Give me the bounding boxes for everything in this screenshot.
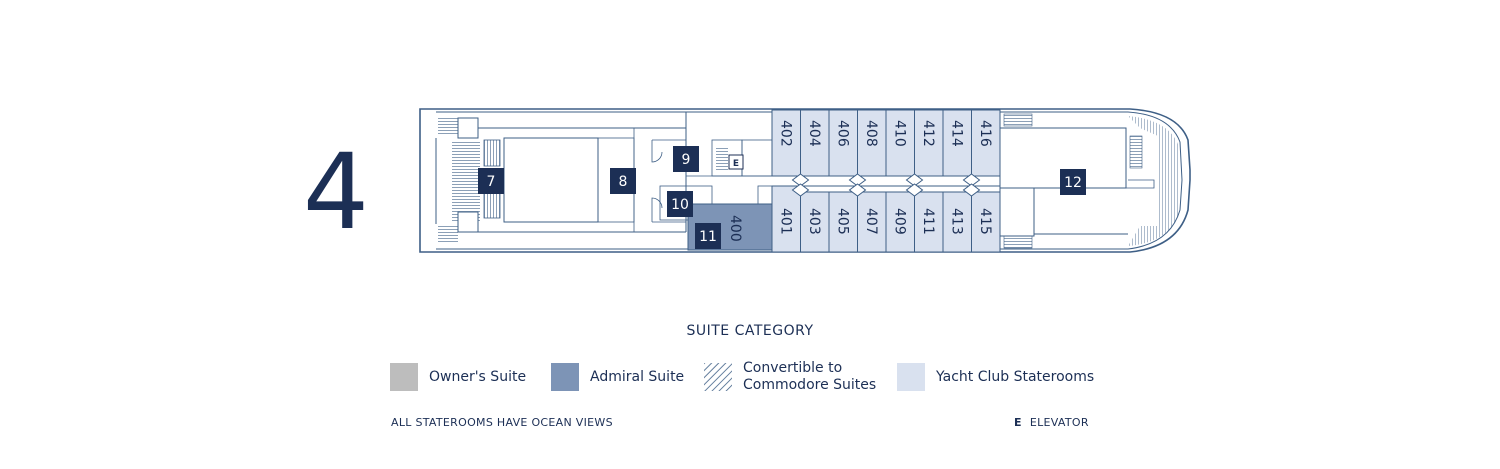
svg-text:7: 7 (487, 174, 496, 190)
stateroom-number: 401 (777, 208, 793, 235)
stateroom-407: 407 (857, 191, 887, 253)
stateroom-number: 403 (806, 208, 822, 235)
legend-title: SUITE CATEGORY (686, 323, 814, 339)
stateroom-413: 413 (942, 191, 972, 253)
stairs-aft-lower (483, 191, 501, 219)
stern-deck-bottom (438, 226, 458, 244)
venue-7: 7 (478, 168, 504, 194)
svg-text:11: 11 (699, 229, 717, 245)
stateroom-416: 416 (971, 109, 1001, 177)
elevator-mark: E (733, 159, 739, 169)
legend-label: Admiral Suite (590, 368, 685, 385)
stateroom-number: 412 (920, 120, 936, 147)
legend-label: Yacht Club Staterooms (936, 368, 1095, 385)
stateroom-number: 414 (948, 120, 964, 147)
owners-suite-swatch (390, 363, 418, 391)
staterooms-lower-group: 401 403 405 407 409 411 413 415 (771, 185, 1001, 253)
bow-deck-striping (1128, 116, 1180, 246)
deck-number: 4 (302, 131, 370, 253)
stateroom-402: 402 (771, 109, 801, 177)
legend-yacht-club: Yacht Club Staterooms (897, 362, 1094, 392)
legend-convertible: Convertible to Commodore Suites (704, 360, 876, 394)
venue-10: 10 (667, 191, 693, 217)
bow-stairs (1129, 135, 1143, 169)
stateroom-number: 413 (948, 208, 964, 235)
stateroom-number: 409 (891, 208, 907, 235)
stateroom-401: 401 (771, 185, 801, 253)
stateroom-411: 411 (914, 191, 944, 253)
stateroom-number: 404 (806, 120, 822, 147)
stateroom-number: 411 (920, 208, 936, 235)
stairs-aft-upper (483, 139, 501, 167)
elevator (728, 154, 744, 170)
stateroom-number: 415 (977, 208, 993, 235)
svg-text:8: 8 (619, 174, 628, 190)
legend-admiral-suite: Admiral Suite (551, 362, 684, 392)
stern-deck-mid (452, 140, 480, 222)
stateroom-409: 409 (885, 191, 915, 253)
balcony-marker-lower (905, 183, 924, 197)
venue-8: 8 (610, 168, 636, 194)
deck-plan: E 400 402 404 406 408 410 412 414 416 401 403 405… (419, 108, 1191, 253)
balcony-markers (791, 173, 981, 197)
admiral-suite-swatch (551, 363, 579, 391)
balcony-marker-lower (791, 183, 810, 197)
stateroom-406: 406 (828, 109, 858, 177)
venue-11: 11 (695, 223, 721, 249)
svg-text:9: 9 (682, 152, 691, 168)
bow-deck-top (1003, 113, 1033, 127)
stateroom-408: 408 (857, 109, 887, 177)
svg-text:10: 10 (671, 197, 689, 213)
stateroom-number: 407 (863, 208, 879, 235)
hatched-swatch (704, 363, 732, 391)
stateroom-number: 405 (834, 208, 850, 235)
suite-400-number: 400 (727, 215, 743, 242)
staterooms-upper-group: 402 404 406 408 410 412 414 416 (771, 109, 1001, 177)
aft-lounge-room (503, 137, 599, 223)
stateroom-403: 403 (800, 191, 830, 253)
stateroom-414: 414 (942, 109, 972, 177)
stateroom-number: 406 (834, 120, 850, 147)
ocean-views-note: ALL STATEROOMS HAVE OCEAN VIEWS (391, 416, 613, 429)
venue-9: 9 (673, 146, 699, 172)
stateroom-404: 404 (800, 109, 830, 177)
venue-12: 12 (1060, 169, 1086, 195)
stateroom-number: 402 (777, 120, 793, 147)
bow-deck-bottom (1003, 235, 1033, 249)
stateroom-number: 416 (977, 120, 993, 147)
stern-deck-top (438, 118, 458, 136)
elevator-stairs (716, 146, 728, 170)
stateroom-405: 405 (828, 191, 858, 253)
balcony-marker-lower (848, 183, 867, 197)
stateroom-number: 408 (863, 120, 879, 147)
svg-text:12: 12 (1064, 175, 1082, 191)
hull-inner-outline (436, 111, 1183, 250)
legend-owners-suite: Owner's Suite (390, 362, 526, 392)
stateroom-412: 412 (914, 109, 944, 177)
yacht-club-swatch (897, 363, 925, 391)
legend-label: Convertible to Commodore Suites (743, 360, 877, 393)
stateroom-410: 410 (885, 109, 915, 177)
legend-label: Owner's Suite (429, 368, 527, 385)
balcony-marker-lower (962, 183, 981, 197)
stateroom-415: 415 (971, 191, 1001, 253)
stateroom-number: 410 (891, 120, 907, 147)
